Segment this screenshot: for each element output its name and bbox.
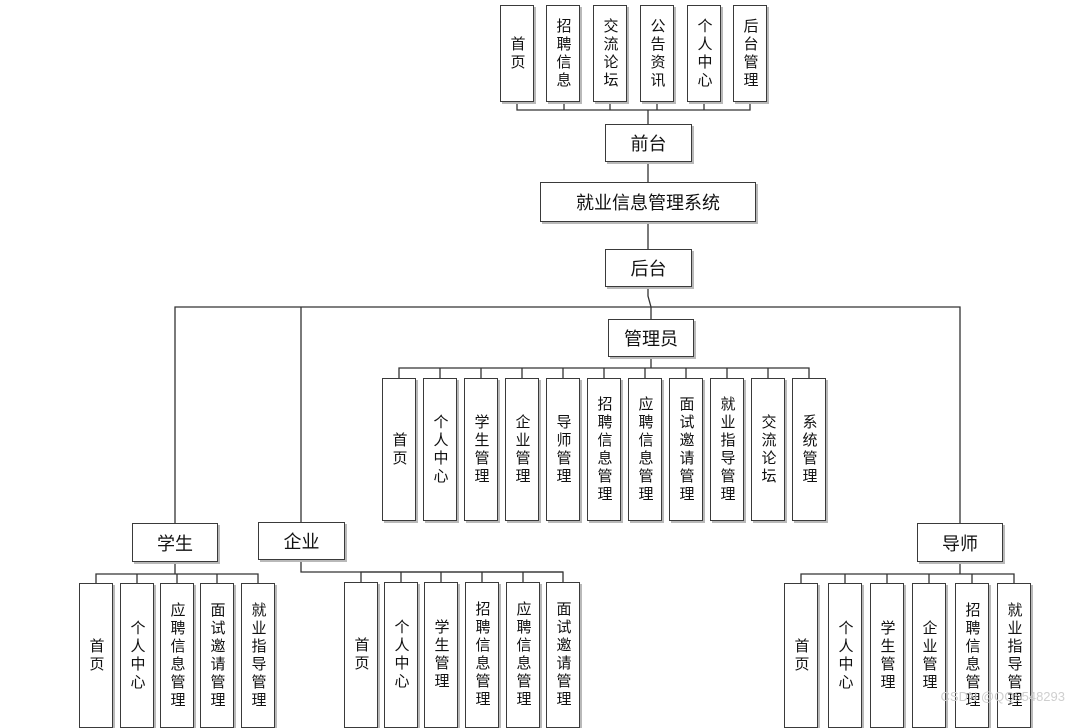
admin-item-application-mgmt: 应聘信息管理 bbox=[628, 378, 662, 521]
frontend-item-recruitment-info: 招聘信息 bbox=[546, 5, 580, 102]
mentor-item-personal-center: 个人中心 bbox=[828, 583, 862, 728]
company-item-application-mgmt: 应聘信息管理 bbox=[506, 582, 540, 728]
frontend-node: 前台 bbox=[605, 124, 692, 162]
admin-item-home: 首页 bbox=[382, 378, 416, 521]
student-node: 学生 bbox=[132, 523, 218, 562]
frontend-item-forum: 交流论坛 bbox=[593, 5, 627, 102]
frontend-item-home: 首页 bbox=[500, 5, 534, 102]
mentor-node: 导师 bbox=[917, 523, 1003, 562]
student-item-personal-center: 个人中心 bbox=[120, 583, 154, 728]
admin-item-company-mgmt: 企业管理 bbox=[505, 378, 539, 521]
company-item-recruitment-mgmt: 招聘信息管理 bbox=[465, 582, 499, 728]
admin-item-guidance-mgmt: 就业指导管理 bbox=[710, 378, 744, 521]
mentor-item-student-mgmt: 学生管理 bbox=[870, 583, 904, 728]
student-item-interview-mgmt: 面试邀请管理 bbox=[200, 583, 234, 728]
mentor-item-guidance-mgmt: 就业指导管理 bbox=[997, 583, 1031, 728]
company-item-home: 首页 bbox=[344, 582, 378, 728]
admin-node: 管理员 bbox=[608, 319, 694, 357]
backend-node: 后台 bbox=[605, 249, 692, 287]
root-system-node: 就业信息管理系统 bbox=[540, 182, 756, 222]
mentor-item-recruitment-mgmt: 招聘信息管理 bbox=[955, 583, 989, 728]
admin-item-mentor-mgmt: 导师管理 bbox=[546, 378, 580, 521]
admin-item-student-mgmt: 学生管理 bbox=[464, 378, 498, 521]
company-item-interview-mgmt: 面试邀请管理 bbox=[546, 582, 580, 728]
admin-item-interview-mgmt: 面试邀请管理 bbox=[669, 378, 703, 521]
mentor-item-company-mgmt: 企业管理 bbox=[912, 583, 946, 728]
company-item-personal-center: 个人中心 bbox=[384, 582, 418, 728]
connector-lines bbox=[95, 102, 1015, 583]
admin-item-recruitment-mgmt: 招聘信息管理 bbox=[587, 378, 621, 521]
student-item-application-mgmt: 应聘信息管理 bbox=[160, 583, 194, 728]
admin-item-personal-center: 个人中心 bbox=[423, 378, 457, 521]
student-item-home: 首页 bbox=[79, 583, 113, 728]
frontend-item-personal-center: 个人中心 bbox=[687, 5, 721, 102]
csdn-watermark: CSDN @QQ5548293 bbox=[940, 689, 1065, 704]
frontend-item-announcements: 公告资讯 bbox=[640, 5, 674, 102]
admin-item-system-mgmt: 系统管理 bbox=[792, 378, 826, 521]
admin-item-forum: 交流论坛 bbox=[751, 378, 785, 521]
mentor-item-home: 首页 bbox=[784, 583, 818, 728]
student-item-guidance-mgmt: 就业指导管理 bbox=[241, 583, 275, 728]
company-item-student-mgmt: 学生管理 bbox=[424, 582, 458, 728]
company-node: 企业 bbox=[258, 522, 345, 560]
frontend-item-admin-portal: 后台管理 bbox=[733, 5, 767, 102]
